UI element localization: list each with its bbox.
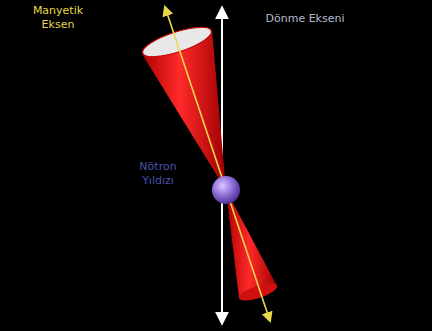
- star-label: Nötron Yıldızı: [122, 160, 194, 188]
- lower-beam-cone: [226, 190, 277, 300]
- axis-label: Dönme Ekseni: [250, 12, 360, 26]
- axis-label: Manyetik Eksen: [22, 4, 94, 32]
- neutron-star: [212, 176, 240, 204]
- magnetic-axis: [165, 7, 270, 321]
